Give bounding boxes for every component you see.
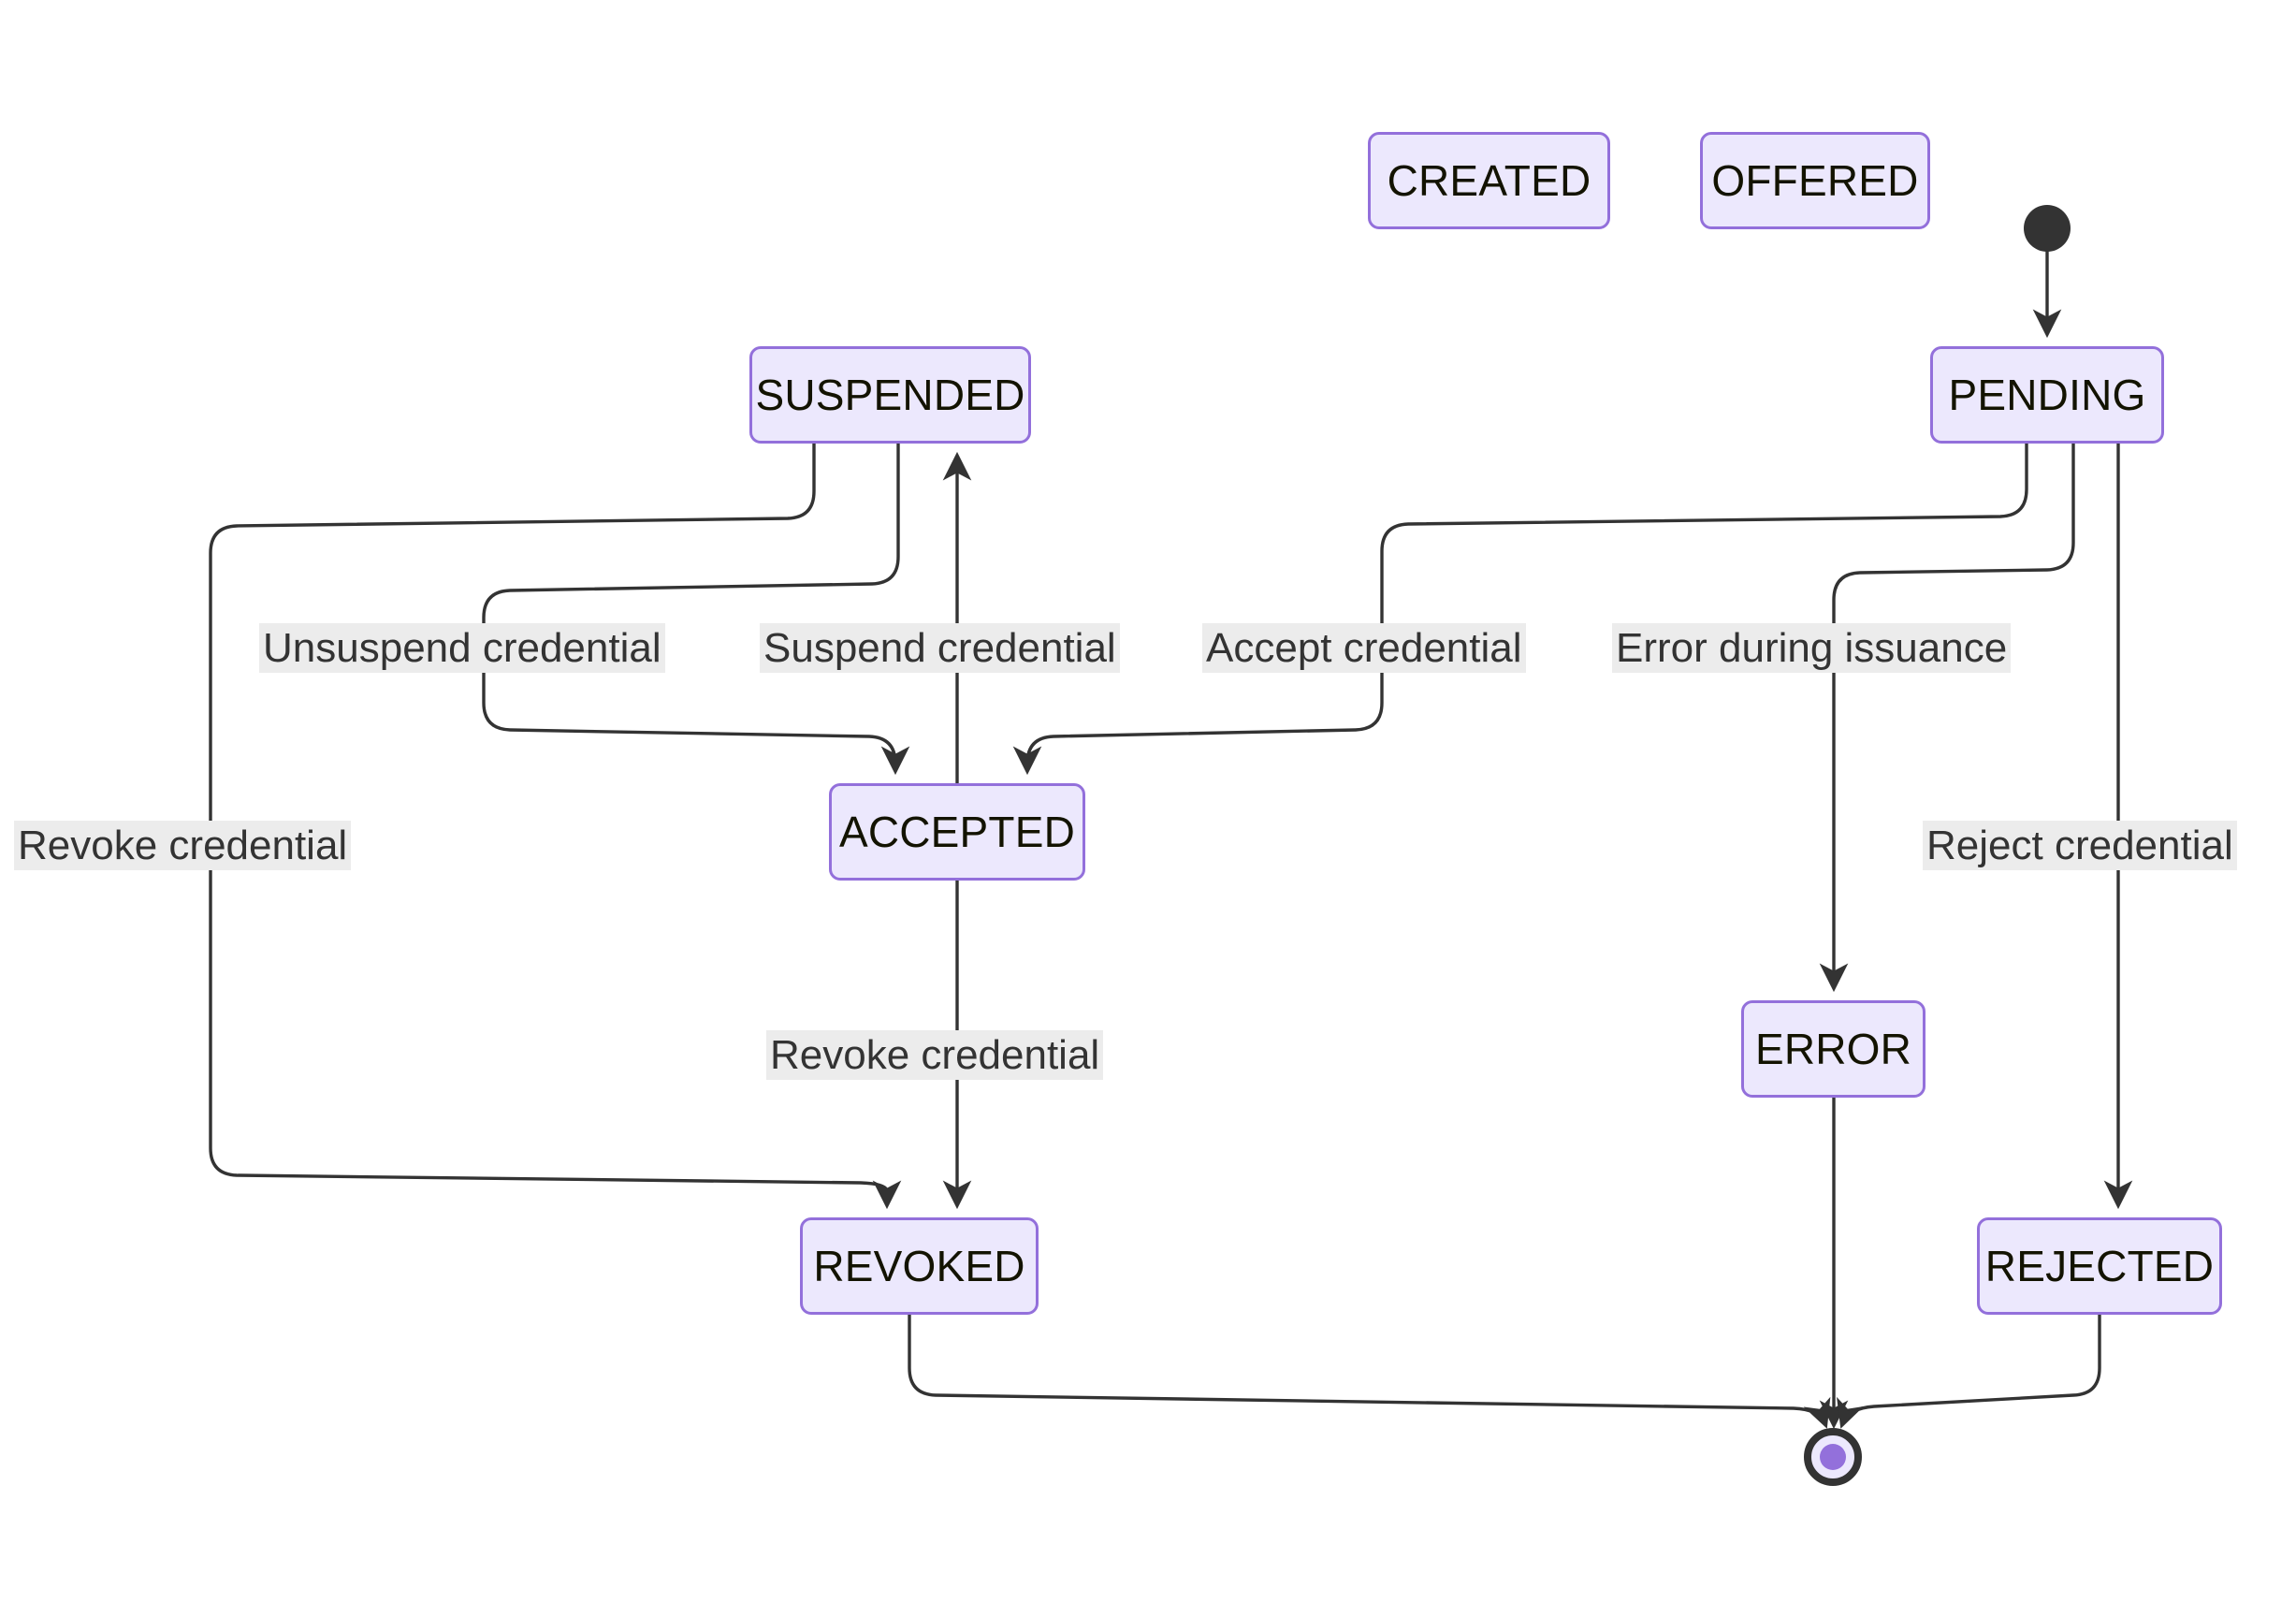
end-state-marker: [1804, 1428, 1862, 1486]
state-label: PENDING: [1948, 371, 2146, 419]
state-node-created[interactable]: CREATED: [1368, 132, 1610, 229]
edge-label-revoke-credential-left: Revoke credential: [14, 821, 352, 871]
state-node-revoked[interactable]: REVOKED: [800, 1217, 1039, 1315]
edge-label-unsuspend-credential: Unsuspend credential: [259, 623, 665, 674]
state-node-error[interactable]: ERROR: [1741, 1000, 1925, 1098]
state-node-suspended[interactable]: SUSPENDED: [749, 346, 1031, 444]
state-node-accepted[interactable]: ACCEPTED: [829, 783, 1085, 881]
start-state-marker: [2024, 205, 2071, 252]
edge-suspended-to-accepted: [482, 442, 910, 776]
state-node-offered[interactable]: OFFERED: [1700, 132, 1930, 229]
state-label: ERROR: [1754, 1025, 1912, 1073]
state-label: REJECTED: [1984, 1242, 2215, 1290]
edge-label-accept-credential: Accept credential: [1202, 623, 1526, 674]
state-node-rejected[interactable]: REJECTED: [1977, 1217, 2222, 1315]
state-label: REVOKED: [813, 1242, 1025, 1290]
edge-revoked-to-end: [908, 1313, 1831, 1429]
edge-pending-to-error: [1819, 442, 2075, 993]
state-label: CREATED: [1387, 156, 1591, 205]
state-label: ACCEPTED: [838, 808, 1076, 856]
edge-label-suspend-credential: Suspend credential: [760, 623, 1120, 674]
edge-pending-to-accepted: [1012, 442, 2028, 776]
edge-rejected-to-end: [1837, 1313, 2101, 1429]
state-label: OFFERED: [1711, 156, 1919, 205]
state-node-pending[interactable]: PENDING: [1930, 346, 2164, 444]
edge-label-revoke-credential-center: Revoke credential: [766, 1030, 1104, 1081]
state-label: SUSPENDED: [755, 371, 1025, 419]
edge-label-reject-credential: Reject credential: [1923, 821, 2237, 871]
edge-label-error-during-issuance: Error during issuance: [1612, 623, 2012, 674]
